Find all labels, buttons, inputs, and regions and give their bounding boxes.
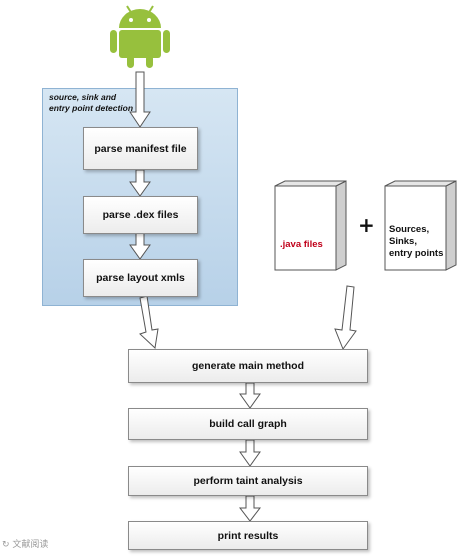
sources-line1: Sources, (389, 224, 430, 235)
print-results-label: print results (217, 529, 279, 542)
parse-manifest-label: parse manifest file (94, 142, 187, 155)
java-doc-face (274, 185, 337, 271)
parse-layout-box: parse layout xmls (83, 259, 198, 297)
arrow-callgraph-to-taint (239, 439, 261, 467)
watermark-text: 文献阅读 (12, 540, 49, 550)
arrow-main-to-callgraph (239, 382, 261, 409)
plus-sign: + (358, 213, 375, 237)
build-call-graph-label: build call graph (209, 418, 287, 430)
panel-caption: source, sink and entry point detection (49, 92, 199, 114)
generate-main-label: generate main method (191, 360, 305, 372)
panel-caption-line1: source, sink and (49, 92, 117, 102)
sources-label: Sources, Sinks, entry points (389, 224, 443, 260)
sources-line2: Sinks, (389, 236, 417, 247)
watermark: ↻ 文献阅读 (2, 537, 48, 550)
taint-analysis-label: perform taint analysis (193, 475, 303, 487)
panel-caption-line2: entry point detection (49, 103, 134, 113)
java-doc-top (274, 180, 347, 187)
arrow-layout-to-main (139, 295, 159, 350)
parse-dex-label: parse .dex files (102, 209, 179, 221)
arrow-java-to-main (334, 285, 357, 351)
parse-layout-label: parse layout xmls (96, 272, 185, 284)
sources-line3: entry points (389, 248, 444, 259)
sources-doc-top (384, 180, 457, 187)
arrow-android-to-manifest (129, 71, 151, 128)
java-doc-side (335, 180, 347, 271)
sources-doc-face (384, 185, 447, 271)
generate-main-box: generate main method (128, 349, 368, 383)
print-results-box: print results (128, 521, 368, 550)
taint-analysis-box: perform taint analysis (128, 466, 368, 496)
sources-doc-side (445, 180, 457, 271)
java-files-label: .java files (280, 239, 323, 250)
arrow-dex-to-layout (129, 232, 151, 260)
parse-dex-box: parse .dex files (83, 196, 198, 234)
arrow-taint-to-print (238, 495, 262, 522)
build-call-graph-box: build call graph (128, 408, 368, 440)
watermark-icon: ↻ (2, 540, 10, 550)
arrow-manifest-to-dex (129, 169, 151, 197)
parse-manifest-box: parse manifest file (83, 127, 198, 170)
